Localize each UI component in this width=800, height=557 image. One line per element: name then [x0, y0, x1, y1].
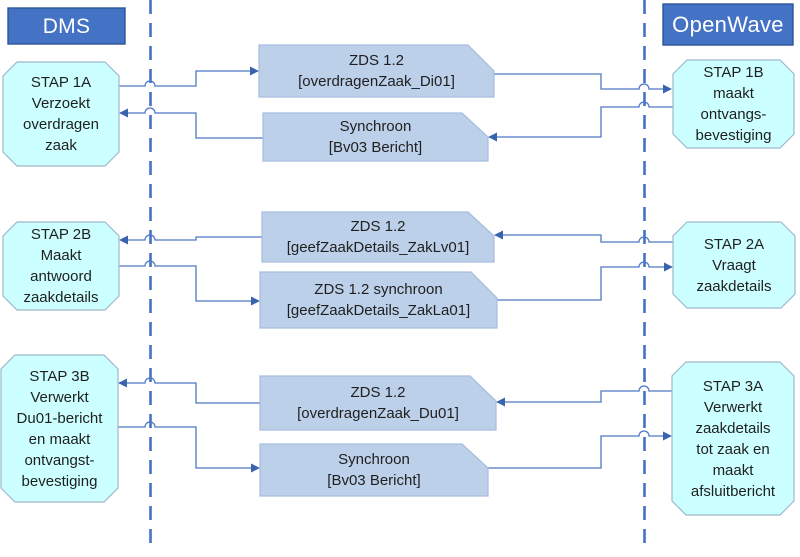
connector-stap2a-to-zaklv01: [494, 230, 673, 243]
step-box-stap3b-shape: [0, 354, 119, 503]
connector-di01-to-stap1b: [494, 73, 672, 94]
step-box-stap1b-shape: [672, 59, 795, 149]
connector-stap1a-to-di01: [119, 66, 259, 87]
step-box-stap3a-shape: [671, 361, 795, 516]
lane-header-dms-shape: [7, 7, 126, 45]
connector-bv03-2-to-stap3a: [488, 430, 672, 469]
connector-du01-to-stap3b: [118, 377, 260, 404]
message-box-bv03-1-shape: [262, 112, 489, 162]
connector-stap3b-to-bv03-2: [118, 421, 260, 473]
connector-zakla01-to-stap2a: [497, 261, 673, 301]
message-box-zaklv01-shape: [261, 211, 495, 263]
lane-header-openwave-shape: [662, 3, 794, 46]
message-box-zakla01-shape: [259, 271, 498, 329]
message-box-di01-shape: [258, 44, 495, 98]
connector-zaklv01-to-stap2b: [119, 234, 262, 245]
step-box-stap1a-shape: [2, 61, 120, 167]
connector-bv03-1-to-stap1a: [119, 107, 263, 139]
connector-stap1b-to-bv03-1: [488, 101, 673, 142]
connector-stap3a-to-du01: [496, 385, 672, 407]
message-box-du01-shape: [259, 375, 497, 431]
connector-stap2b-to-zakla01: [119, 260, 260, 306]
step-box-stap2a-shape: [672, 221, 796, 309]
message-box-bv03-2-shape: [259, 443, 489, 497]
step-box-stap2b-shape: [2, 221, 120, 311]
